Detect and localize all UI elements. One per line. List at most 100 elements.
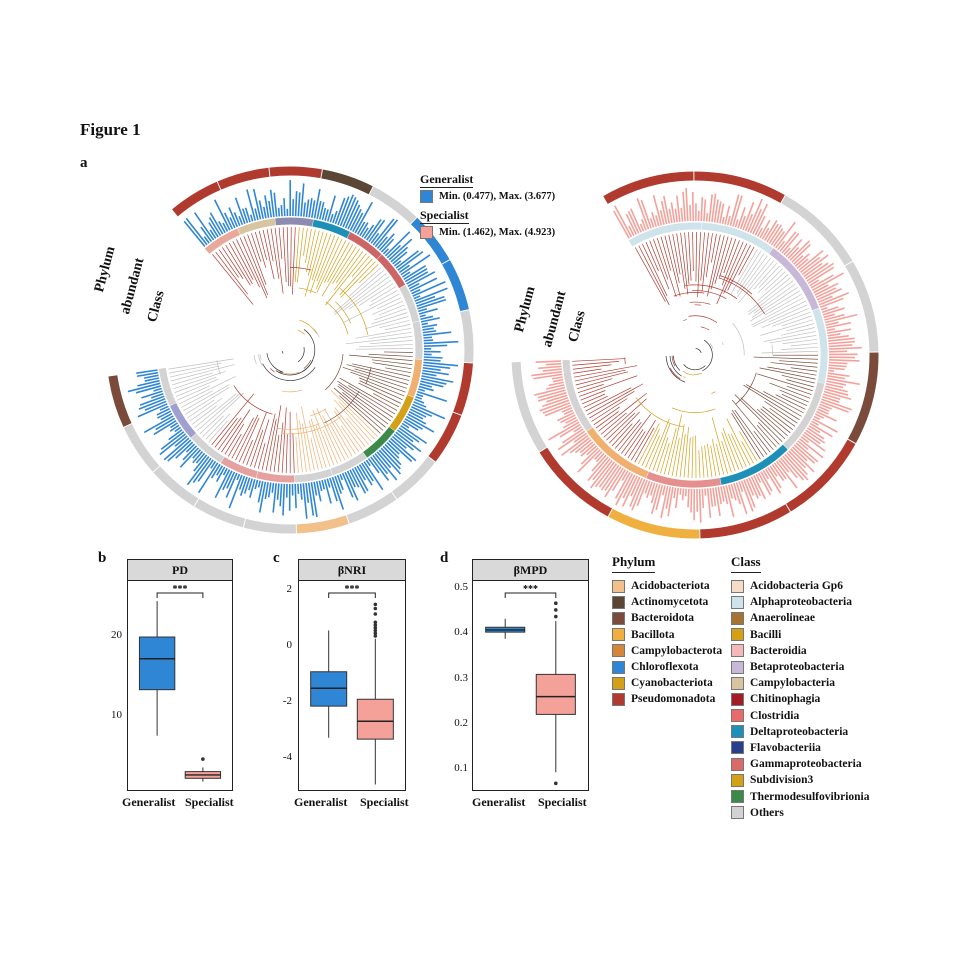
tree-branch — [577, 384, 604, 393]
tree-internal-arc — [711, 391, 716, 394]
tree-branch — [202, 415, 225, 437]
class-ring-segment — [586, 427, 649, 479]
tree-branch — [743, 384, 800, 421]
abundance-bar — [730, 483, 737, 501]
abundance-bar — [775, 460, 798, 489]
tree-internal-arc — [290, 267, 312, 271]
class-legend-swatch — [731, 773, 744, 787]
tree-internal-arc — [365, 366, 372, 385]
abundance-bar — [404, 418, 423, 430]
abundance-bar — [372, 218, 395, 246]
tree-branch — [781, 394, 808, 407]
tree-branch — [273, 435, 280, 473]
abundance-bar — [209, 212, 224, 235]
class-ring-segment — [769, 248, 819, 311]
abundance-bar — [807, 266, 835, 285]
tree-branch — [675, 424, 685, 477]
abundance-bar — [828, 346, 862, 350]
tree-branch — [721, 432, 736, 472]
abundance-bar — [817, 295, 833, 304]
abundance-bar — [825, 385, 848, 393]
abundance-bar — [769, 465, 778, 477]
tree-branch — [684, 232, 690, 285]
abundance-bar — [561, 428, 584, 444]
tree-branch — [285, 434, 288, 473]
abundance-bar — [307, 482, 315, 516]
abundance-bar — [297, 192, 301, 217]
tree-branch — [310, 437, 319, 470]
tree-branch — [208, 420, 228, 443]
tree-branch — [303, 228, 308, 256]
abundance-bar — [218, 221, 226, 234]
tree-branch — [679, 434, 686, 478]
tree-branch — [246, 412, 267, 466]
tree-branch — [324, 240, 347, 283]
tree-branch — [767, 366, 817, 376]
tree-branch — [343, 293, 400, 323]
box-generalist — [138, 636, 176, 691]
abundance-bar — [305, 199, 310, 218]
abundance-bar — [681, 488, 685, 501]
phylum-legend-item: Pseudomonadota — [612, 691, 722, 707]
abundance-bar — [413, 295, 421, 300]
tree-internal-arc — [281, 389, 303, 393]
outlier-point — [373, 620, 378, 625]
abundance-bar — [729, 194, 740, 226]
tree-branch — [753, 430, 771, 453]
abundance-bar — [421, 372, 437, 377]
abundance-bar — [392, 251, 408, 265]
phylum-ring-segment — [296, 515, 349, 534]
abundance-bar — [737, 207, 746, 229]
tree-branch — [764, 401, 798, 424]
abundance-bar — [308, 198, 313, 218]
tree-internal-arc — [325, 301, 349, 335]
abundance-bar — [412, 281, 446, 297]
abundance-bar — [374, 453, 398, 481]
class-legend-item: Anaerolineae — [731, 610, 869, 626]
tree-branch — [330, 390, 378, 437]
abundance-bar — [785, 238, 803, 258]
abundance-bar — [421, 323, 438, 329]
abundance-bar — [411, 288, 421, 295]
tree-branch — [315, 236, 339, 290]
phylum-ring-segment — [123, 423, 160, 472]
significance-label: *** — [345, 584, 360, 595]
abundance-bar — [822, 395, 840, 403]
tree-branch — [290, 227, 292, 287]
tree-branch — [371, 300, 404, 315]
tree-branch — [738, 246, 755, 276]
abundance-bar — [319, 201, 325, 220]
tree-internal-arc — [682, 370, 694, 376]
abundance-bar — [363, 461, 384, 491]
tree-branch — [739, 250, 762, 285]
abundance-bar — [258, 200, 264, 219]
tree-branch — [572, 364, 612, 370]
tree-branch — [274, 227, 284, 294]
phylum-legend-swatch — [612, 595, 625, 609]
abundance-bar — [344, 200, 359, 229]
tree-branch — [692, 232, 694, 272]
abundance-bar — [197, 462, 219, 494]
abundance-bar — [722, 485, 729, 505]
abundance-bar — [370, 456, 390, 481]
abundance-bar — [380, 238, 395, 253]
abundance-bar — [754, 215, 766, 236]
tree-internal-arc — [281, 416, 342, 435]
bnri-ytick-2: 2 — [286, 583, 293, 595]
abundance-bar — [687, 488, 690, 508]
abundance-bar — [621, 470, 629, 481]
tree-internal-arc — [693, 372, 702, 375]
phylum-ring-segment — [511, 361, 547, 452]
abundance-bar — [732, 195, 743, 227]
tree-branch — [265, 418, 277, 471]
abundance-bar — [768, 224, 783, 244]
bmpd-ytick-0.2: 0.2 — [454, 717, 468, 729]
class-ring-segment — [237, 218, 276, 235]
class-legend-item: Clostridia — [731, 708, 869, 724]
tree-branch — [333, 419, 356, 455]
abundance-bar — [347, 204, 361, 230]
tree-branch — [671, 437, 680, 476]
abundance-bar — [579, 441, 594, 454]
class-legend-swatch — [731, 579, 744, 593]
abundance-bar — [233, 212, 241, 227]
